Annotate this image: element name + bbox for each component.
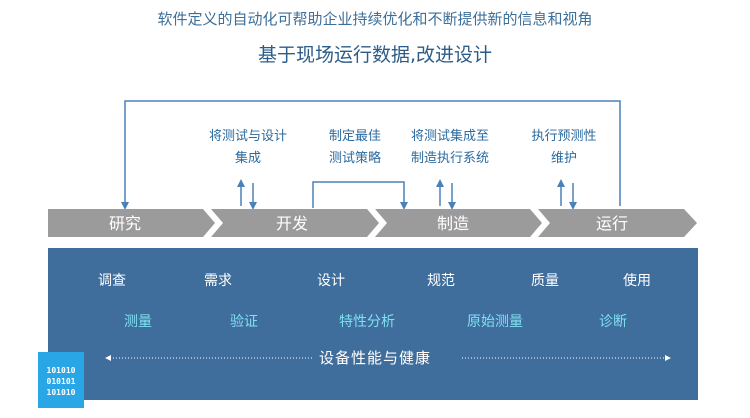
panel-item-measurement: 测量	[124, 314, 152, 330]
stage-arrow-manufacturing	[375, 209, 542, 237]
binary-line: 101010	[46, 366, 76, 375]
note-line: 将测试集成至	[410, 129, 489, 144]
note-line: 维护	[550, 151, 577, 166]
note-integrate-test-design: 将测试与设计 集成	[196, 126, 300, 170]
feedback-loop-connector	[121, 100, 621, 210]
note-integrate-mes: 将测试集成至 制造执行系统	[398, 126, 502, 170]
dev-manufacture-connector	[312, 181, 408, 210]
note-line: 制造执行系统	[410, 151, 489, 166]
stage-arrow-operation	[538, 209, 697, 237]
stage-arrow-development	[211, 209, 379, 237]
panel-item-specification: 规范	[427, 273, 455, 289]
panel-item-diagnosis: 诊断	[599, 314, 627, 330]
note-line: 集成	[234, 151, 261, 166]
note-predictive-maintenance: 执行预测性 维护	[518, 126, 610, 170]
stage-label-operation: 运行	[595, 214, 628, 233]
note-3-double-arrow	[436, 179, 456, 210]
panel-item-design: 设计	[317, 273, 345, 289]
note-test-strategy: 制定最佳 测试策略	[310, 126, 400, 170]
stage-label-research: 研究	[108, 214, 141, 233]
binary-line: 010101	[46, 377, 76, 386]
binary-data-icon: 101010 010101 101010	[38, 352, 84, 408]
panel-item-raw-measurement: 原始测量	[467, 314, 523, 330]
panel-item-quality: 质量	[531, 273, 559, 289]
panel-item-requirements: 需求	[204, 273, 232, 289]
note-1-double-arrow	[237, 179, 257, 210]
diagram-title: 基于现场运行数据,改进设计	[257, 44, 493, 66]
panel-item-characterization: 特性分析	[339, 314, 395, 330]
lifecycle-panel	[48, 248, 698, 400]
note-line: 执行预测性	[531, 129, 597, 144]
note-4-double-arrow	[557, 179, 577, 210]
stage-label-development: 开发	[275, 214, 308, 233]
panel-item-survey: 调查	[98, 273, 126, 289]
equipment-health-label: 设备性能与健康	[318, 349, 431, 367]
diagram-subtitle: 软件定义的自动化可帮助企业持续优化和不断提供新的信息和视角	[157, 10, 593, 28]
stage-label-manufacturing: 制造	[436, 214, 469, 233]
note-line: 制定最佳	[328, 129, 381, 144]
panel-item-validation: 验证	[230, 314, 258, 330]
note-line: 测试策略	[328, 151, 381, 166]
stage-arrow-research	[48, 209, 215, 237]
panel-item-usage: 使用	[623, 273, 651, 289]
binary-line: 101010	[46, 388, 76, 397]
note-line: 将测试与设计	[208, 129, 287, 144]
